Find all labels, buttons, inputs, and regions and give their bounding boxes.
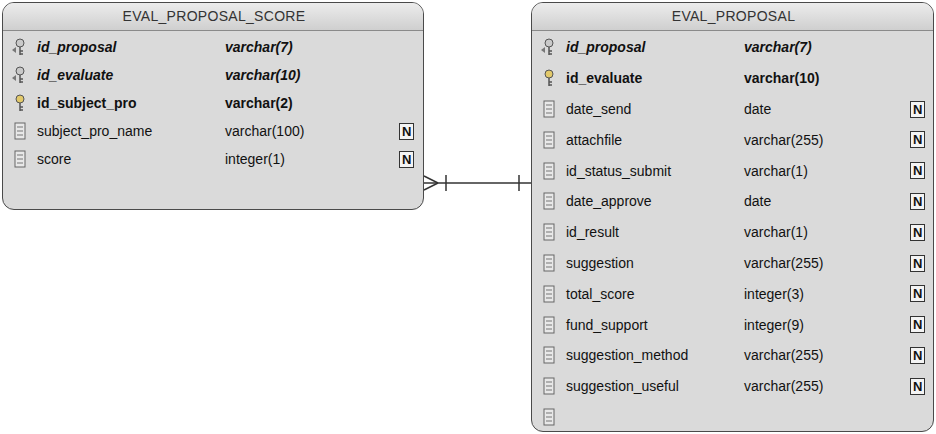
column-type: varchar(2) bbox=[225, 94, 293, 112]
nullable-flag: N bbox=[910, 131, 925, 148]
cardinality-mark bbox=[424, 176, 438, 183]
column-icon bbox=[540, 223, 558, 241]
column-type: integer(9) bbox=[744, 316, 804, 334]
column-icon bbox=[540, 131, 558, 149]
column-icon bbox=[11, 150, 29, 168]
column-name: id_proposal bbox=[566, 38, 645, 56]
entity-table: EVAL_PROPOSAL id_proposal varchar(7) id_eva… bbox=[531, 2, 934, 432]
column-name: id_subject_pro bbox=[37, 94, 137, 112]
column-icon bbox=[11, 122, 29, 140]
nullable-flag: N bbox=[910, 378, 925, 395]
column-name: id_result bbox=[566, 223, 619, 241]
key-icon bbox=[540, 38, 558, 56]
column-type: varchar(10) bbox=[225, 66, 301, 84]
table-name: EVAL_PROPOSAL_SCORE bbox=[123, 7, 306, 25]
column-icon bbox=[540, 316, 558, 334]
column-name: id_proposal bbox=[37, 38, 116, 56]
column-type: varchar(1) bbox=[744, 162, 808, 180]
column-type: integer(3) bbox=[744, 285, 804, 303]
column-type: varchar(7) bbox=[744, 38, 812, 56]
nullable-flag: N bbox=[910, 224, 925, 241]
column-icon bbox=[540, 346, 558, 364]
column-type: varchar(7) bbox=[225, 38, 293, 56]
column-type: varchar(10) bbox=[744, 69, 820, 87]
column-name: suggestion_method bbox=[566, 346, 688, 364]
column-name: id_status_submit bbox=[566, 162, 671, 180]
column-type: varchar(1) bbox=[744, 223, 808, 241]
column-name: suggestion bbox=[566, 254, 634, 272]
column-type: integer(1) bbox=[225, 150, 285, 168]
column-icon bbox=[540, 254, 558, 272]
key-icon bbox=[540, 69, 558, 87]
table-name: EVAL_PROPOSAL bbox=[672, 7, 795, 25]
column-name: id_evaluate bbox=[566, 69, 642, 87]
column-name: total_score bbox=[566, 285, 634, 303]
key-icon bbox=[11, 66, 29, 84]
column-name: attachfile bbox=[566, 131, 622, 149]
column-type: varchar(255) bbox=[744, 346, 823, 364]
column-type: varchar(255) bbox=[744, 377, 823, 395]
cardinality-mark bbox=[518, 175, 520, 191]
nullable-flag: N bbox=[910, 101, 925, 118]
column-type: varchar(255) bbox=[744, 131, 823, 149]
column-name: date_send bbox=[566, 100, 631, 118]
column-name: id_evaluate bbox=[37, 66, 113, 84]
nullable-flag: N bbox=[399, 151, 414, 168]
nullable-flag: N bbox=[910, 255, 925, 272]
column-name: score bbox=[37, 150, 71, 168]
column-type: varchar(100) bbox=[225, 122, 304, 140]
nullable-flag: N bbox=[910, 193, 925, 210]
entity-table: EVAL_PROPOSAL_SCORE id_proposal varchar(7)… bbox=[2, 2, 424, 210]
key-icon bbox=[11, 94, 29, 112]
column-type: varchar(255) bbox=[744, 254, 823, 272]
column-icon bbox=[540, 100, 558, 118]
column-name: suggestion_useful bbox=[566, 377, 679, 395]
nullable-flag: N bbox=[910, 316, 925, 333]
cardinality-mark bbox=[424, 183, 438, 190]
column-icon bbox=[540, 408, 558, 426]
column-icon bbox=[540, 377, 558, 395]
column-type: date bbox=[744, 100, 771, 118]
nullable-flag: N bbox=[910, 162, 925, 179]
column-name: date_approve bbox=[566, 192, 652, 210]
column-type: date bbox=[744, 192, 771, 210]
nullable-flag: N bbox=[910, 347, 925, 364]
relationship-line bbox=[424, 182, 531, 184]
key-icon bbox=[11, 38, 29, 56]
column-name: subject_pro_name bbox=[37, 122, 152, 140]
nullable-flag: N bbox=[399, 123, 414, 140]
column-name: fund_support bbox=[566, 316, 648, 334]
cardinality-mark bbox=[445, 175, 447, 191]
column-icon bbox=[540, 192, 558, 210]
column-icon bbox=[540, 162, 558, 180]
column-icon bbox=[540, 285, 558, 303]
nullable-flag: N bbox=[910, 285, 925, 302]
